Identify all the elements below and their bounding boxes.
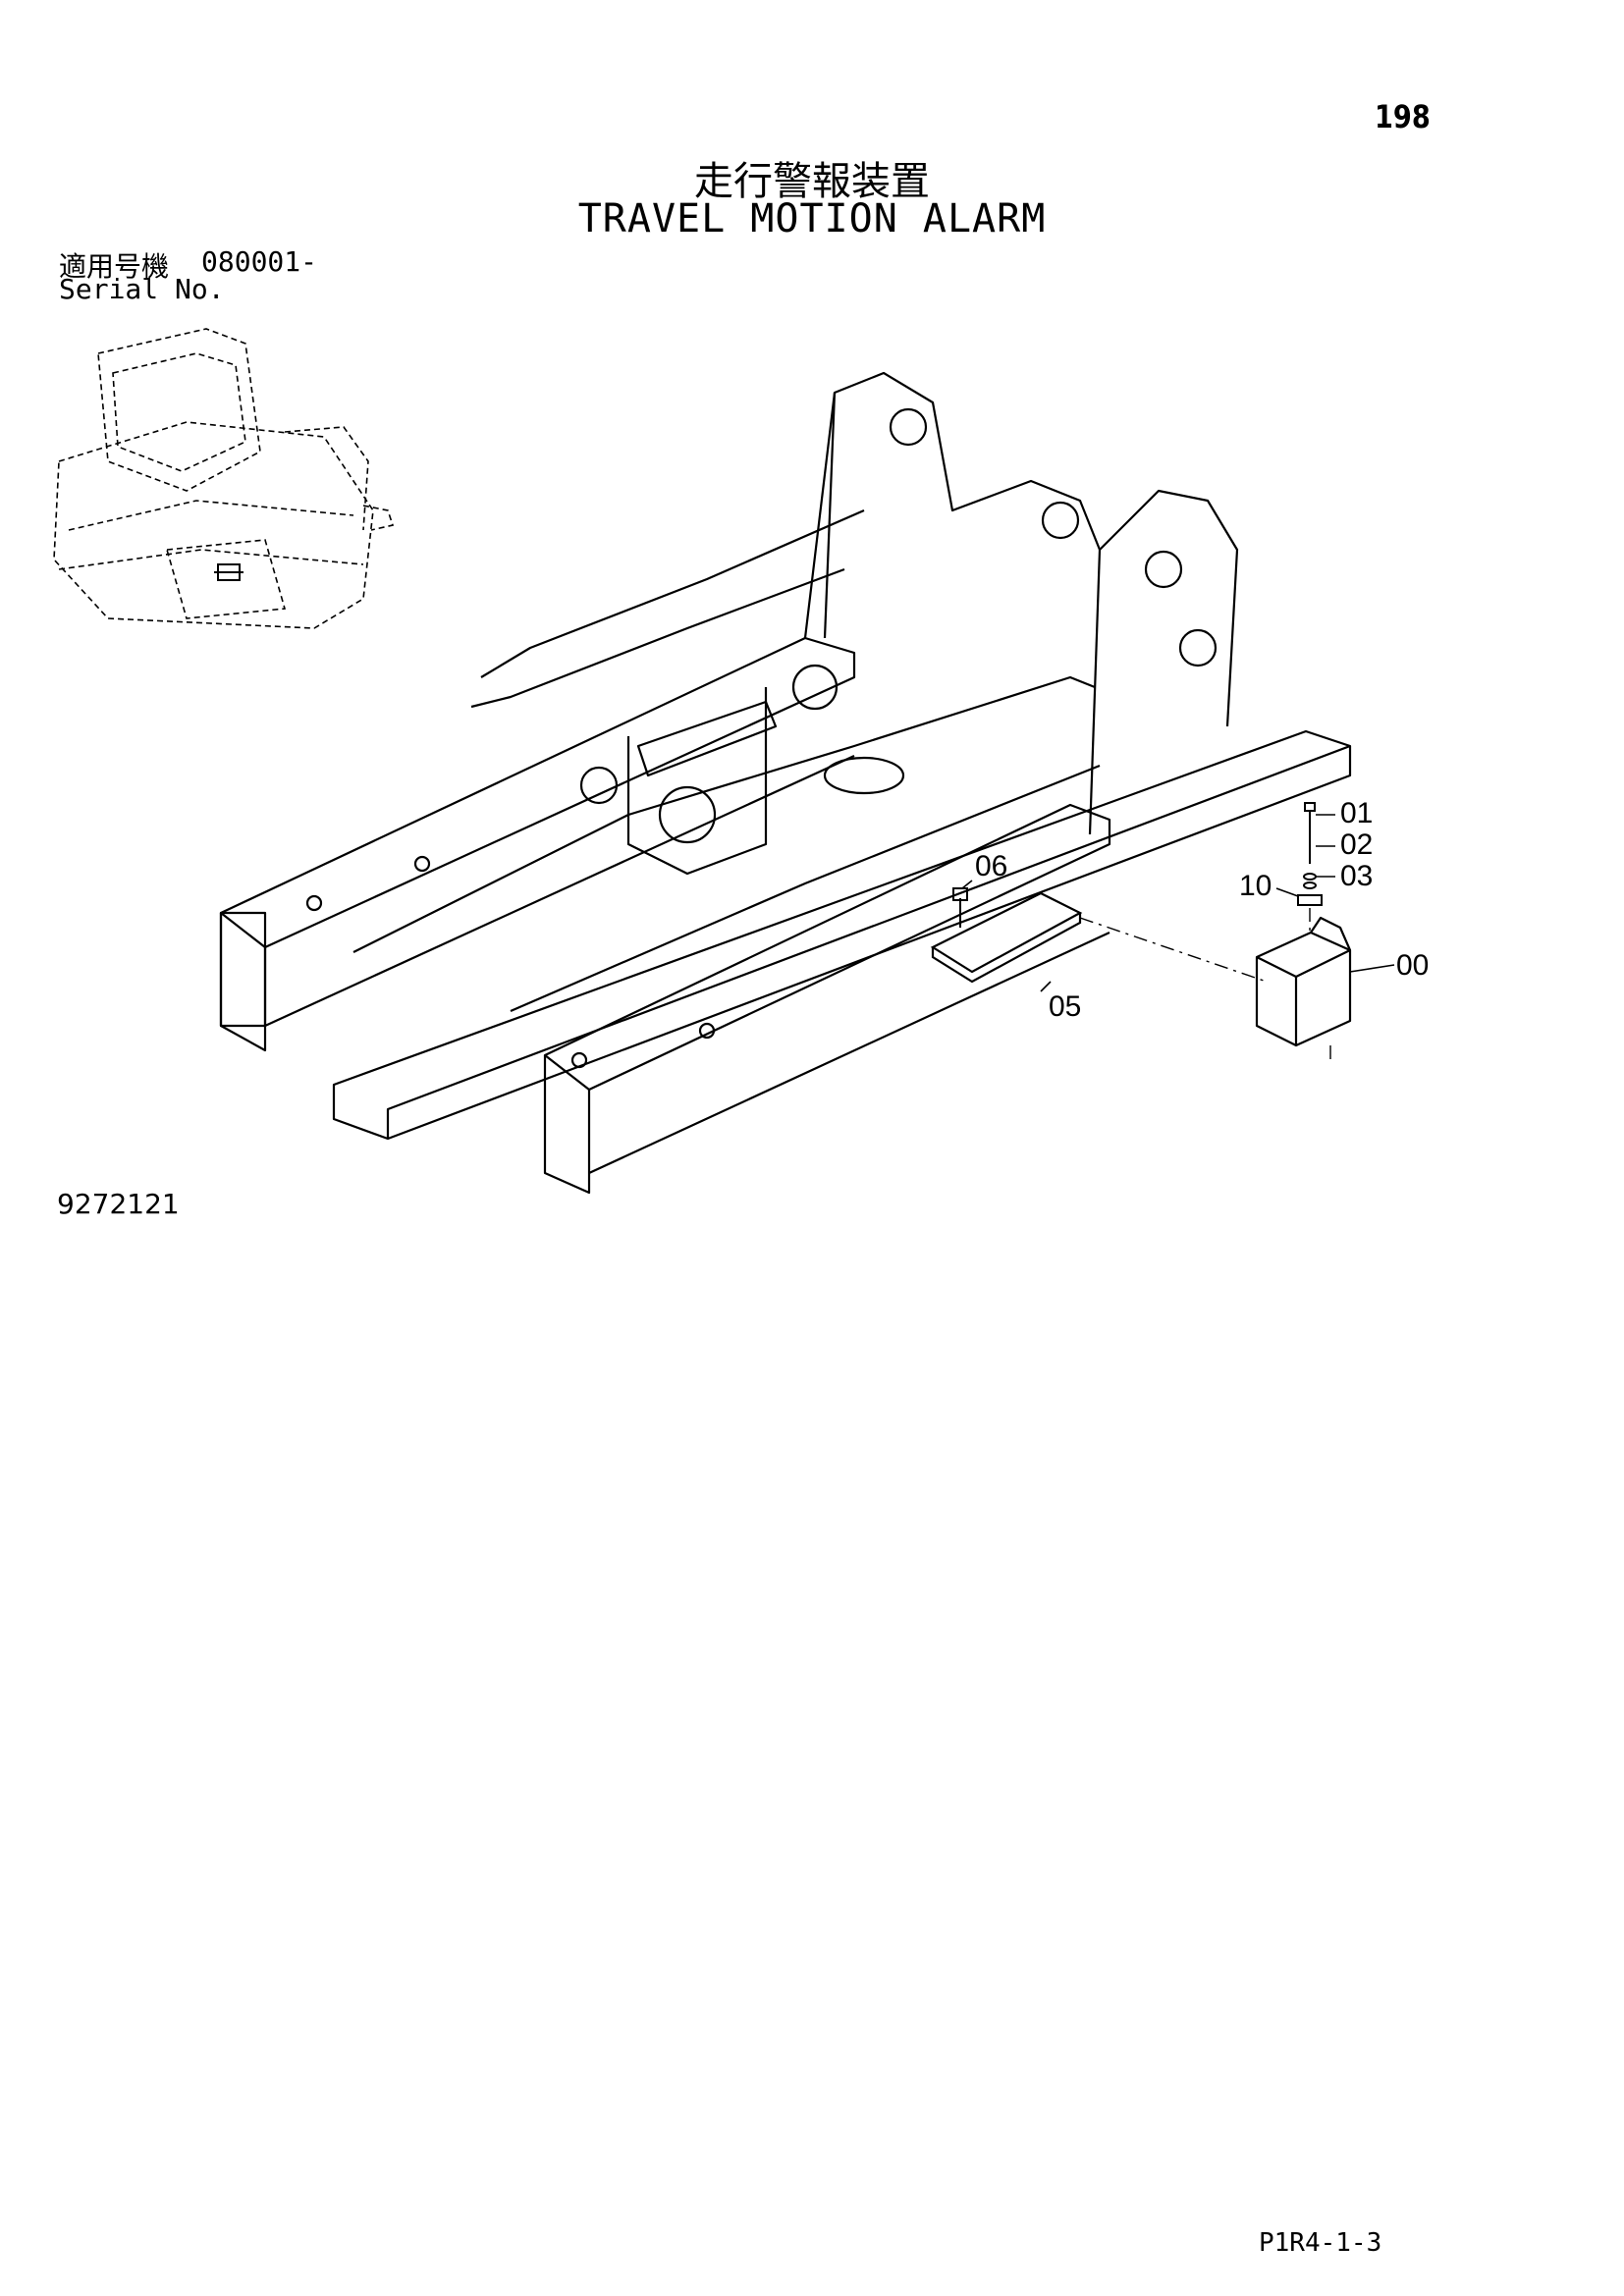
alarm-location-marker — [214, 563, 244, 581]
alarm-hardware — [1297, 802, 1323, 906]
serial-label-japanese: 適用号機 — [59, 250, 170, 283]
callout-02: 02 — [1340, 828, 1373, 861]
callout-10: 10 — [1239, 870, 1272, 902]
alarm-bracket — [930, 891, 1083, 984]
upper-frame — [219, 371, 1352, 1195]
alarm-unit — [1255, 916, 1352, 1047]
title-japanese: 走行警報装置 — [694, 159, 930, 204]
callout-01: 01 — [1340, 797, 1373, 829]
callout-05: 05 — [1049, 990, 1081, 1023]
callout-06: 06 — [975, 850, 1007, 882]
callout-00: 00 — [1396, 949, 1429, 982]
serial-value: 080001- — [201, 245, 318, 278]
title-english: TRAVEL MOTION ALARM — [577, 196, 1047, 241]
page-number: 198 — [1375, 98, 1431, 135]
machine-thumbnail — [53, 328, 395, 629]
page-code: P1R4-1-3 — [1259, 2228, 1382, 2258]
bracket-bolt — [952, 887, 968, 928]
callout-03: 03 — [1340, 860, 1373, 892]
leader-lines — [961, 814, 1395, 992]
drawing-number: 9272121 — [57, 1188, 180, 1220]
assembly-lines — [1079, 908, 1331, 1065]
serial-label-english: Serial No. — [59, 273, 225, 305]
